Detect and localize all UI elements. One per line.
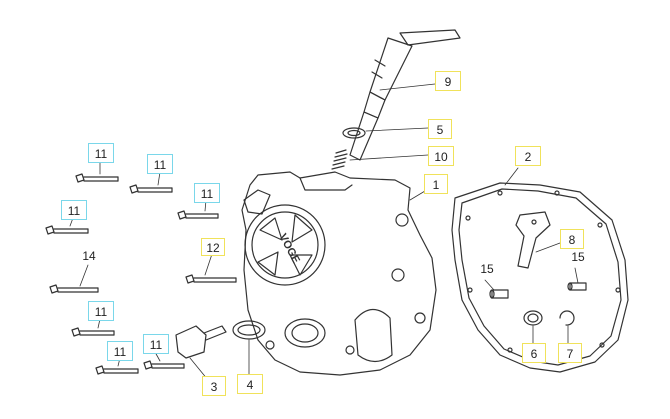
callout-part-11f: 11 bbox=[107, 341, 133, 361]
callout-part-11b: 11 bbox=[147, 154, 173, 174]
callout-part-5: 5 bbox=[428, 119, 452, 139]
bolts-part-11 bbox=[45, 161, 219, 375]
callout-part-15b: 15 bbox=[571, 250, 585, 264]
callout-part-9: 9 bbox=[435, 71, 461, 91]
filler-oring-part bbox=[232, 320, 266, 377]
callout-part-4: 4 bbox=[237, 374, 263, 394]
bolt-part-12 bbox=[185, 253, 237, 284]
callout-part-11d: 11 bbox=[61, 200, 87, 220]
crankcase-cover-part bbox=[241, 171, 437, 376]
svg-text:VOGE: VOGE bbox=[276, 232, 302, 266]
callout-part-7: 7 bbox=[558, 343, 582, 363]
callout-part-11a: 11 bbox=[88, 143, 114, 163]
callout-part-6: 6 bbox=[522, 343, 546, 363]
spring-part bbox=[331, 149, 429, 170]
callout-part-11g: 11 bbox=[143, 334, 169, 354]
dowel-pins-part bbox=[484, 267, 587, 299]
bolt-part-14 bbox=[49, 264, 99, 294]
callout-part-11c: 11 bbox=[194, 183, 220, 203]
breather-tube-part bbox=[349, 29, 461, 161]
callout-part-2: 2 bbox=[515, 146, 541, 166]
callout-part-14: 14 bbox=[82, 249, 96, 263]
logo-voge: VOGE bbox=[276, 232, 302, 266]
circlip-part bbox=[559, 310, 575, 344]
o-ring-part bbox=[342, 127, 429, 139]
lever-plate-part bbox=[515, 211, 561, 269]
callout-part-11e: 11 bbox=[88, 301, 114, 321]
callout-part-1: 1 bbox=[424, 174, 448, 194]
oil-seal-part bbox=[523, 310, 543, 344]
callout-part-12: 12 bbox=[201, 238, 225, 256]
callout-part-3: 3 bbox=[202, 376, 226, 396]
callout-part-10: 10 bbox=[428, 146, 454, 166]
filler-cap-part bbox=[175, 325, 227, 381]
callout-part-8: 8 bbox=[560, 229, 584, 249]
gasket-part bbox=[451, 167, 629, 373]
callout-part-15a: 15 bbox=[480, 262, 494, 276]
